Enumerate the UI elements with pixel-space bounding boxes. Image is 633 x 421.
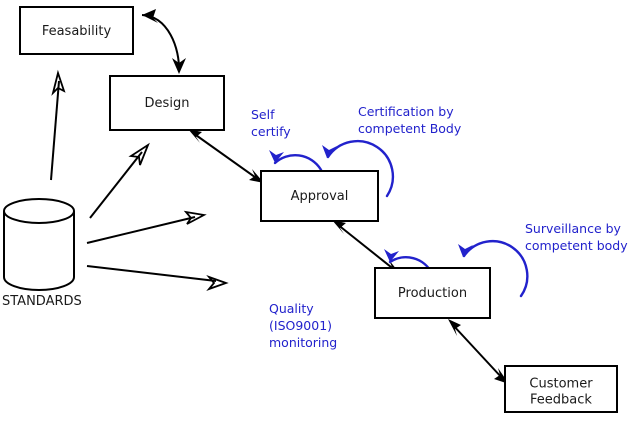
node-production-label: Production [398, 286, 467, 301]
annotation-self-certify-line1: Self [251, 107, 275, 122]
annotation-quality-line2: (ISO9001) [269, 318, 332, 333]
node-approval[interactable]: Approval [260, 170, 379, 222]
node-design[interactable]: Design [109, 75, 225, 131]
annotation-surveillance-line2: competent body [525, 238, 628, 253]
node-production[interactable]: Production [374, 267, 491, 319]
annotation-surveillance-by-competent-body: Surveillance by competent body [525, 221, 628, 253]
annotation-quality-line3: monitoring [269, 335, 337, 350]
edge-standards-to-approval [86, 210, 207, 244]
annotation-quality-iso9001-monitoring: Quality (ISO9001) monitoring [269, 301, 337, 350]
annotation-self-certify-line2: certify [251, 124, 291, 139]
edge-production-to-customer-feedback [448, 319, 509, 384]
annotation-surveillance-line1: Surveillance by [525, 221, 622, 236]
node-feasability[interactable]: Feasability [19, 6, 134, 55]
node-customer-feedback-label-line1: Customer [529, 377, 593, 392]
node-standards[interactable]: STANDARDS [2, 198, 82, 309]
node-customer-feedback[interactable]: Customer Feedback [504, 365, 618, 413]
node-customer-feedback-label-line2: Feedback [530, 393, 592, 408]
edge-standards-to-design [89, 142, 150, 219]
edge-approval-to-production [332, 220, 401, 275]
annotation-certification-by-competent-body: Certification by competent Body [358, 104, 462, 136]
node-design-label: Design [145, 96, 190, 111]
edge-design-to-feasability [141, 9, 186, 74]
node-feasability-label: Feasability [42, 24, 112, 39]
edge-standards-to-production [86, 265, 229, 291]
annotation-self-certify: Self certify [251, 107, 291, 139]
loop-surveillance-by-competent-body [458, 239, 529, 298]
annotation-certification-line2: competent Body [358, 121, 462, 136]
node-approval-label: Approval [291, 189, 349, 204]
node-standards-label: STANDARDS [2, 294, 82, 309]
edge-standards-to-feasability [50, 69, 66, 181]
loop-certification-by-competent-body [322, 139, 395, 198]
annotation-quality-line1: Quality [269, 301, 314, 316]
annotation-certification-line1: Certification by [358, 104, 454, 119]
